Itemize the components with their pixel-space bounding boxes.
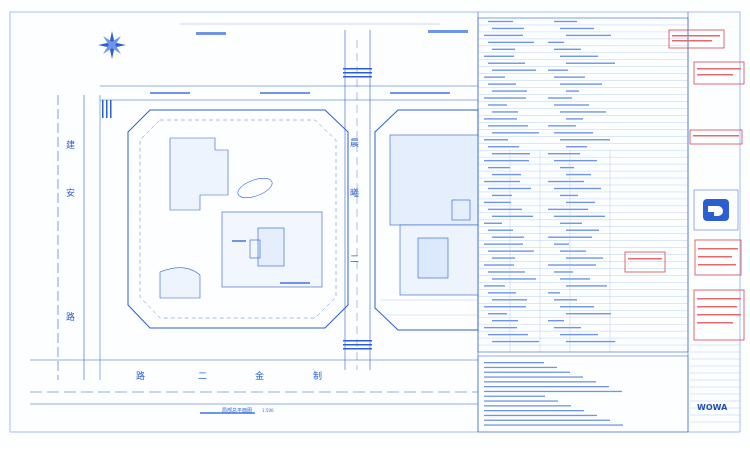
company-logo-icon [703,199,729,221]
north-road [100,23,478,101]
annotation-marks [150,30,468,414]
west-road [57,95,101,380]
crosswalks [102,68,372,350]
west-road-char-3: 路 [66,311,75,323]
title-block: WOWA [690,189,740,423]
west-road-char-1: 建 [66,139,75,151]
south-road-char-3: 金 [255,370,264,382]
notes-block [477,355,689,433]
west-road-char-2: 安 [66,187,75,199]
central-road-char-1: 晨 [350,138,359,149]
drawing-caption: 局部总平面图 [222,407,252,414]
stamp-3 [689,129,743,145]
schedule-table [477,17,689,353]
east-block-buildings [389,134,479,296]
north-arrow-icon [98,31,126,59]
central-road [344,30,371,370]
south-road-char-4: 制 [313,370,322,382]
stamp-4 [694,239,742,276]
west-block-boundary [127,109,349,329]
stamp-6 [624,251,666,273]
south-road-char-1: 路 [136,370,145,382]
south-road-char-2: 二 [198,372,207,382]
drawing-frame [9,11,741,433]
brand-logo-text: WOWA [697,403,728,412]
central-road-char-2: 曦 [350,187,359,199]
central-road-char-3: 二 [350,255,359,265]
stamp-2 [693,61,745,85]
approval-stamps [624,29,745,341]
west-block-buildings [159,137,323,299]
drawing-scale: 1:500 [262,408,274,413]
stamp-5 [693,289,745,341]
south-road [30,359,478,405]
stamp-1 [668,29,725,49]
